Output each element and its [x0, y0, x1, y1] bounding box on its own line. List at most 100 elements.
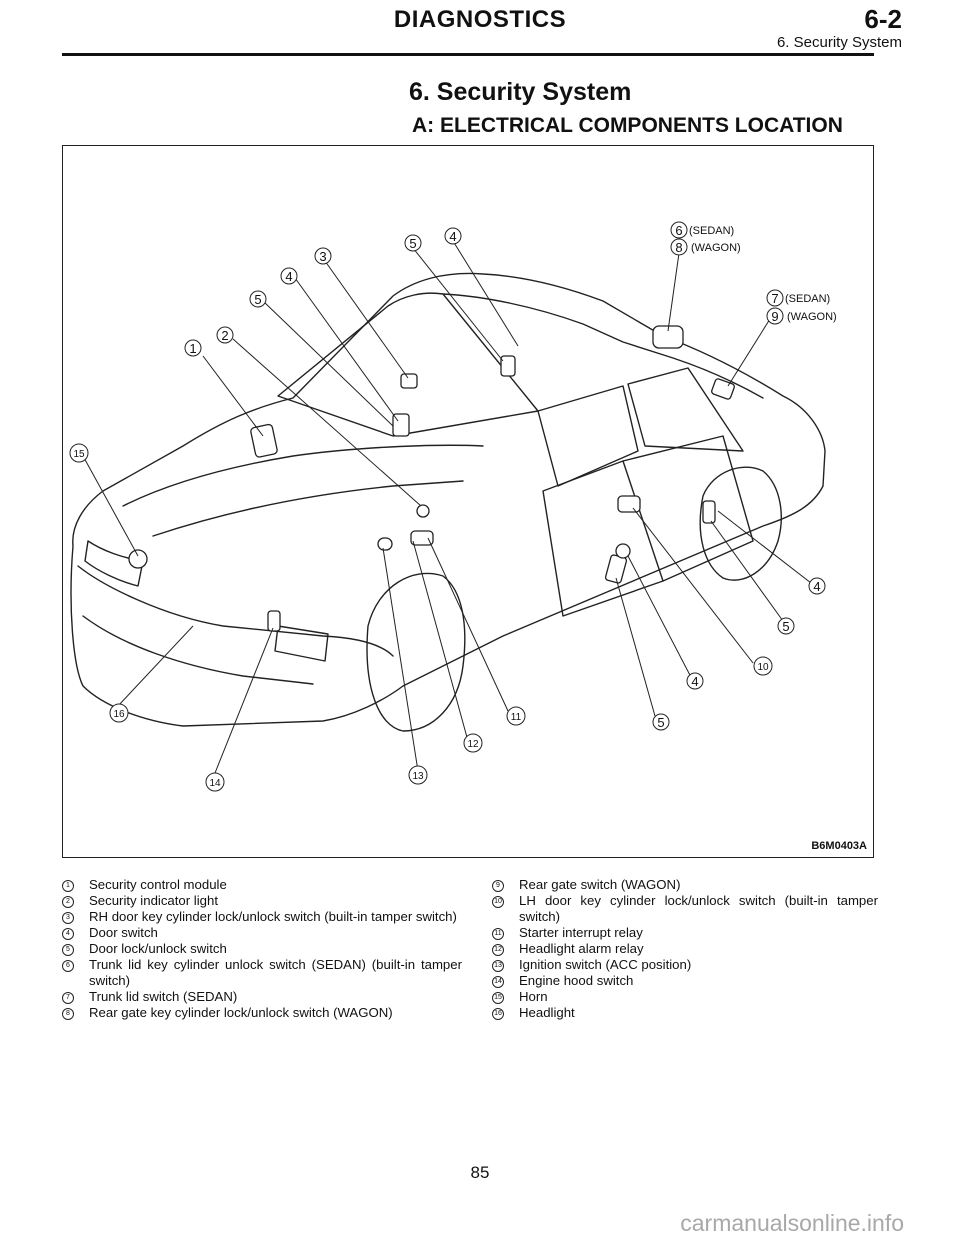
callout-4c: 4 [686, 672, 704, 690]
svg-text:5: 5 [409, 236, 416, 251]
horn [128, 549, 148, 569]
header-rule [62, 53, 874, 56]
callout-5d: 5 [777, 617, 795, 635]
callout-4b: 4 [444, 227, 462, 245]
svg-text:16: 16 [113, 709, 125, 720]
variant-label-sedan-7: (SEDAN) [785, 293, 830, 305]
watermark: carmanualsonline.info [680, 1210, 904, 1236]
callout-6: 6 [670, 221, 688, 239]
page-title: 6. Security System [409, 78, 632, 106]
svg-text:6: 6 [675, 223, 682, 238]
headlight-alarm-relay [410, 530, 434, 546]
security-indicator-light [416, 504, 430, 518]
callout-7: 7 [766, 289, 784, 307]
callout-4d: 4 [808, 577, 826, 595]
callout-15: 15 [69, 443, 89, 463]
callout-13: 13 [408, 765, 428, 785]
variant-label-sedan-6: (SEDAN) [689, 225, 734, 237]
car-body-outline [70, 272, 826, 727]
header-section-number: 6-2 [864, 4, 902, 34]
svg-text:12: 12 [467, 739, 479, 750]
svg-text:8: 8 [675, 240, 682, 255]
headlight-left [84, 540, 144, 587]
svg-text:15: 15 [73, 449, 85, 460]
roof-line [442, 293, 764, 399]
front-door-lock-switch [500, 355, 516, 377]
rear-wheel [699, 466, 782, 581]
svg-text:11: 11 [511, 712, 522, 723]
callout-16: 16 [109, 703, 129, 723]
header-title: DIAGNOSTICS [393, 6, 567, 33]
hood-crease [122, 444, 484, 507]
svg-text:4: 4 [691, 674, 698, 689]
trunk-lid-key-cylinder [652, 325, 684, 349]
callout-4a: 4 [280, 267, 298, 285]
header-subsection: 6. Security System [776, 34, 902, 51]
callout-5b: 5 [404, 234, 422, 252]
engine-hood-switch [267, 610, 281, 632]
svg-text:5: 5 [254, 292, 261, 307]
door-rear [622, 435, 754, 582]
callout-5a: 5 [249, 290, 267, 308]
front-wheel [366, 572, 466, 732]
svg-text:10: 10 [757, 662, 769, 673]
side-window-rear [627, 367, 744, 452]
figure-code: B6M0403A [811, 840, 867, 852]
variant-label-wagon-9: (WAGON) [787, 311, 837, 323]
callout-3: 3 [314, 247, 332, 265]
callout-10: 10 [753, 656, 773, 676]
rh-door-key-cylinder-switch [400, 373, 418, 389]
page-number: 85 [470, 1163, 490, 1182]
callout-1: 1 [184, 339, 202, 357]
svg-text:4: 4 [813, 579, 820, 594]
svg-text:14: 14 [209, 778, 221, 789]
car-illustration: 1 2 3 4 5 4 5 6 8 7 9 15 16 14 13 12 11 … [69, 221, 837, 792]
lh-door-switch [702, 500, 716, 524]
security-control-module [250, 423, 278, 458]
callout-14: 14 [205, 772, 225, 792]
trunk-lid-switch [711, 378, 735, 400]
callout-2: 2 [216, 326, 234, 344]
svg-text:9: 9 [771, 309, 778, 324]
svg-text:5: 5 [782, 619, 789, 634]
svg-text:4: 4 [449, 229, 456, 244]
lh-front-door-switch [615, 543, 631, 559]
svg-text:7: 7 [771, 291, 778, 306]
headlight-right [274, 625, 329, 662]
callout-9: 9 [766, 307, 784, 325]
lh-door-key-cylinder-switch [617, 495, 641, 513]
ignition-switch [377, 537, 393, 551]
svg-text:3: 3 [319, 249, 326, 264]
page-subtitle: A: ELECTRICAL COMPONENTS LOCATION [412, 114, 843, 137]
svg-text:1: 1 [189, 341, 196, 356]
component-location-figure: 1 2 3 4 5 4 5 6 8 7 9 15 16 14 13 12 11 … [62, 145, 874, 858]
callout-11: 11 [506, 706, 526, 726]
variant-label-wagon-8: (WAGON) [691, 242, 741, 254]
svg-text:4: 4 [285, 269, 292, 284]
callout-12: 12 [463, 733, 483, 753]
svg-text:2: 2 [221, 328, 228, 343]
front-bumper [77, 565, 394, 657]
callout-8: 8 [670, 238, 688, 256]
door-front [542, 460, 664, 617]
svg-text:13: 13 [412, 771, 424, 782]
callout-5c: 5 [652, 713, 670, 731]
side-window-front [537, 385, 639, 487]
